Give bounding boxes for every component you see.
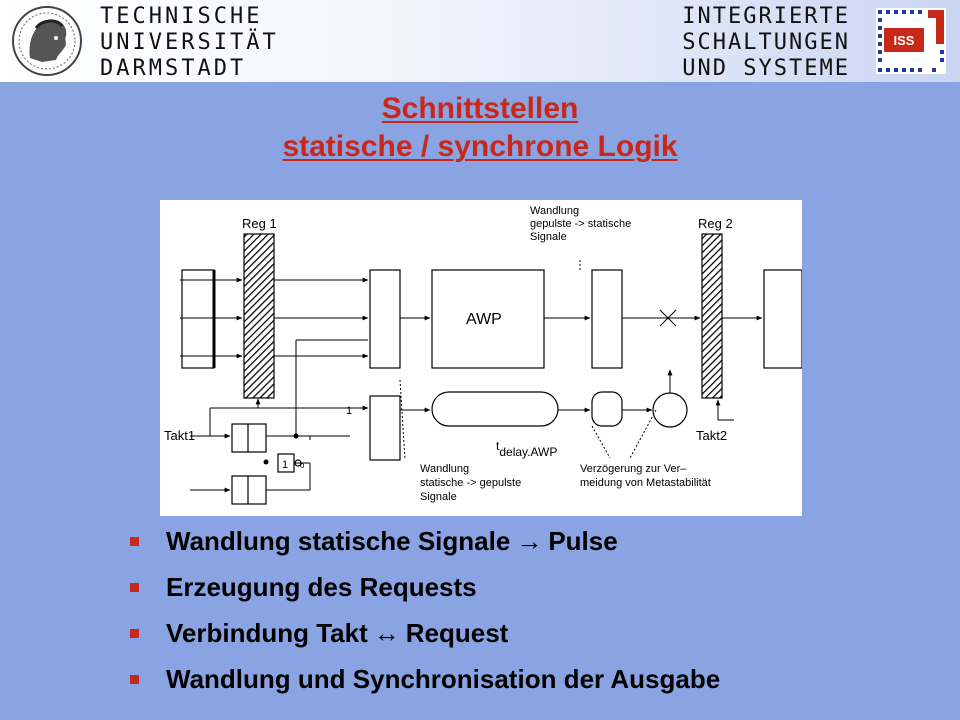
bullet-square-icon xyxy=(130,674,139,684)
university-name: TECHNISCHE UNIVERSITÄT DARMSTADT xyxy=(100,4,279,82)
bullet-text: Verbindung Takt xyxy=(166,617,368,648)
verzoegerung-line: meidung von Metastabilität xyxy=(580,477,711,489)
bullet-text: Wandlung statische Signale xyxy=(166,525,511,556)
bullet-text: Wandlung und Synchronisation der Ausgabe xyxy=(166,663,721,694)
wandlung-top-line: Wandlung xyxy=(530,205,579,217)
output-latch-block xyxy=(591,269,623,369)
inverter-bubble-label: o xyxy=(300,461,305,470)
iss-logo-text: ISS xyxy=(894,33,915,48)
circuit-diagram: Reg 1 Reg 2 AWP Takt1 Takt2 1 1 o tdelay… xyxy=(160,200,802,516)
bullet-text-after: Request xyxy=(405,617,509,648)
input-block xyxy=(181,269,215,369)
bullet-item: Verbindung Takt ↔ Request xyxy=(130,610,930,656)
title-line-1: Schnittstellen xyxy=(381,92,579,125)
one-input-label: 1 xyxy=(346,405,352,417)
wandlung-bottom-line: statische -> gepulste xyxy=(420,477,521,489)
register-2 xyxy=(701,233,723,399)
bullet-square-icon xyxy=(130,628,139,638)
university-line: DARMSTADT xyxy=(100,56,247,81)
header-bar: TECHNISCHE UNIVERSITÄT DARMSTADT INTEGRI… xyxy=(0,0,960,82)
delay-stage-2 xyxy=(652,392,688,428)
university-line: UNIVERSITÄT xyxy=(100,30,279,55)
delay-line xyxy=(431,391,559,427)
verzoegerung-line: Verzögerung zur Ver– xyxy=(580,463,687,475)
wandlung-bottom-line: Wandlung xyxy=(420,463,469,475)
page-title: Schnittstellen statische / synchrone Log… xyxy=(0,90,960,166)
output-block xyxy=(763,269,802,369)
register-1 xyxy=(243,233,275,399)
pulse-gen-block xyxy=(369,395,401,461)
university-line: TECHNISCHE xyxy=(100,4,263,29)
inverter-label: 1 xyxy=(282,459,288,471)
institute-name: INTEGRIERTE SCHALTUNGEN UND SYSTEME xyxy=(682,4,850,82)
takt2-label: Takt2 xyxy=(696,428,727,443)
bullet-square-icon xyxy=(130,582,139,592)
flipflop-1 xyxy=(231,423,267,453)
delay-stage-1 xyxy=(591,391,623,427)
right-arrow-icon: → xyxy=(516,525,543,556)
bullet-text: Erzeugung des Requests xyxy=(166,571,477,602)
takt1-label: Takt1 xyxy=(164,428,195,443)
wandlung-top-line: gepulste -> statische xyxy=(530,218,631,230)
bullet-text-after: Pulse xyxy=(548,525,618,556)
tdelay-label: tdelay.AWP xyxy=(496,439,557,459)
bullet-list: Wandlung statische Signale → Pulse Erzeu… xyxy=(130,518,930,702)
bullet-square-icon xyxy=(130,536,139,546)
awp-label: AWP xyxy=(466,311,502,328)
bullet-item: Erzeugung des Requests xyxy=(130,564,930,610)
flipflop-2 xyxy=(231,475,267,505)
institute-line: INTEGRIERTE xyxy=(682,4,850,29)
bullet-item: Wandlung statische Signale → Pulse xyxy=(130,518,930,564)
input-latch-block xyxy=(369,269,401,369)
reg1-label: Reg 1 xyxy=(242,216,277,231)
reg2-label: Reg 2 xyxy=(698,216,733,231)
wandlung-bottom-line: Signale xyxy=(420,491,457,503)
institute-line: SCHALTUNGEN xyxy=(682,30,850,55)
title-line-2: statische / synchrone Logik xyxy=(282,130,678,163)
bullet-item: Wandlung und Synchronisation der Ausgabe xyxy=(130,656,930,702)
iss-logo-icon: ISS xyxy=(876,8,946,74)
awp-block xyxy=(431,269,545,369)
left-right-arrow-icon: ↔ xyxy=(373,617,400,648)
institute-line: UND SYSTEME xyxy=(682,56,850,81)
athena-logo-icon xyxy=(12,6,82,76)
wandlung-top-line: Signale xyxy=(530,231,567,243)
